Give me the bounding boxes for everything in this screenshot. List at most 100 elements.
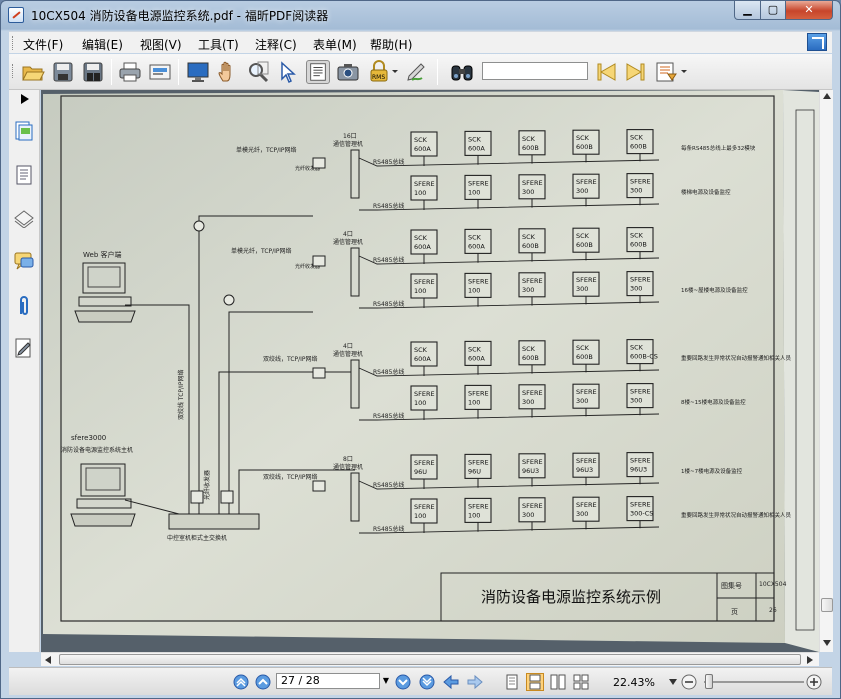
horizontal-scrollbar[interactable]	[41, 652, 819, 666]
bookmarks-icon[interactable]	[13, 164, 35, 186]
device-brand: SCK	[630, 232, 644, 240]
last-page-icon[interactable]	[419, 674, 435, 690]
device-module	[410, 385, 438, 411]
twisted-label-vertical: 双绞线 TCP/IP网络	[177, 370, 185, 420]
scroll-right-icon[interactable]	[807, 656, 813, 664]
document-view[interactable]: Web 客户端 sfere3000 消防设备电源监控系统主机 中控室机柜式主交换…	[41, 90, 819, 652]
menu-edit[interactable]: 编辑(E)	[82, 38, 123, 52]
menu-grip[interactable]	[12, 36, 15, 50]
device-module	[626, 271, 654, 297]
forward-icon[interactable]	[467, 674, 483, 690]
comm-manager-ports: 4口	[343, 343, 353, 350]
rs485-bus-line	[358, 255, 660, 265]
device-brand: SCK	[576, 344, 590, 352]
page-number-field[interactable]: 27 / 28	[276, 673, 380, 689]
facing-pages-icon[interactable]	[550, 674, 566, 690]
minimize-button[interactable]: ▁	[734, 1, 761, 20]
trunk-lines	[198, 215, 355, 514]
scroll-down-icon[interactable]	[823, 640, 831, 646]
vertical-scroll-thumb[interactable]	[821, 598, 833, 612]
device-module	[464, 130, 492, 156]
device-module	[572, 227, 600, 253]
page-label: 页	[731, 608, 738, 616]
device-brand: SCK	[630, 344, 644, 352]
device-brand: SFERE	[414, 390, 435, 398]
page-dropdown-icon[interactable]: ▼	[382, 676, 390, 685]
device-module	[626, 173, 654, 199]
horizontal-scroll-thumb[interactable]	[59, 654, 801, 665]
back-icon[interactable]	[443, 674, 459, 690]
menu-file[interactable]: 文件(F)	[23, 38, 64, 52]
next-page-icon[interactable]	[395, 674, 411, 690]
device-brand: SCK	[468, 233, 482, 241]
close-button[interactable]: ✕	[785, 1, 833, 20]
fullscreen-icon[interactable]	[807, 33, 827, 51]
device-model: 600A	[468, 354, 485, 362]
scroll-up-icon[interactable]	[823, 93, 831, 99]
device-brand: SFERE	[522, 389, 543, 397]
save-icon[interactable]	[51, 60, 75, 84]
branch-label-4: 双绞线，TCP/IP网络	[263, 473, 318, 481]
snapshot-icon[interactable]	[336, 60, 360, 84]
continuous-facing-icon[interactable]	[573, 674, 589, 690]
select-icon[interactable]	[276, 60, 300, 84]
maximize-button[interactable]: ▢	[760, 1, 786, 20]
signatures-icon[interactable]	[13, 337, 35, 359]
rms-icon[interactable]: RMS	[366, 60, 398, 84]
scan-icon[interactable]	[148, 60, 172, 84]
attachments-icon[interactable]	[13, 294, 35, 316]
rms-label: RMS	[372, 74, 385, 81]
status-bar: 27 / 28 ▼ 22.43%	[9, 667, 832, 695]
menu-comment[interactable]: 注释(C)	[255, 38, 297, 52]
device-module	[572, 383, 600, 409]
zoom-slider-knob[interactable]	[705, 674, 713, 689]
menu-view[interactable]: 视图(V)	[140, 38, 182, 52]
toolbar-grip[interactable]	[12, 64, 15, 78]
continuous-page-icon[interactable]	[526, 673, 544, 691]
find-next-icon[interactable]	[623, 60, 647, 84]
find-icon[interactable]	[450, 60, 474, 84]
navigation-panel	[9, 90, 40, 652]
device-brand: SFERE	[576, 178, 597, 186]
first-page-icon[interactable]	[233, 674, 249, 690]
panel-expand-icon[interactable]	[21, 94, 29, 104]
save-as-icon[interactable]	[81, 60, 105, 84]
text-select-icon	[310, 63, 326, 81]
device-model: 300	[576, 510, 588, 518]
menu-tools[interactable]: 工具(T)	[198, 38, 239, 52]
device-brand: SFERE	[630, 276, 651, 284]
zoom-out-icon[interactable]	[681, 674, 697, 690]
vertical-scrollbar[interactable]	[819, 90, 833, 652]
zoom-in-icon[interactable]	[806, 674, 822, 690]
device-brand: SFERE	[576, 388, 597, 396]
open-icon[interactable]	[21, 60, 45, 84]
device-model: 300	[630, 397, 642, 405]
layers-icon[interactable]	[13, 206, 35, 228]
menu-form[interactable]: 表单(M)	[313, 38, 357, 52]
single-page-icon[interactable]	[504, 674, 520, 690]
device-brand: SCK	[522, 233, 536, 241]
print-icon[interactable]	[118, 60, 142, 84]
pages-icon[interactable]	[13, 120, 35, 142]
rs485-label: RS485总线	[373, 202, 404, 210]
device-module	[518, 384, 546, 410]
device-brand: SFERE	[468, 502, 489, 510]
zoom-icon[interactable]	[246, 60, 270, 84]
sign-icon[interactable]	[404, 60, 428, 84]
hand-icon[interactable]	[216, 60, 240, 84]
previous-page-icon[interactable]	[255, 674, 271, 690]
scroll-left-icon[interactable]	[45, 656, 51, 664]
display-icon[interactable]	[186, 60, 210, 84]
search-input[interactable]	[482, 62, 588, 80]
device-module	[410, 229, 438, 255]
zoom-level[interactable]: 22.43%	[613, 676, 655, 689]
comments-icon[interactable]	[13, 250, 35, 272]
search-options-icon[interactable]	[654, 60, 688, 84]
text-select-button[interactable]	[306, 60, 330, 84]
rs485-label: RS485总线	[373, 300, 404, 308]
zoom-dropdown-icon[interactable]	[669, 679, 677, 685]
zoom-slider-track[interactable]	[704, 681, 804, 683]
device-model: 600A	[414, 243, 431, 251]
find-prev-icon[interactable]	[595, 60, 619, 84]
menu-help[interactable]: 帮助(H)	[370, 38, 413, 52]
